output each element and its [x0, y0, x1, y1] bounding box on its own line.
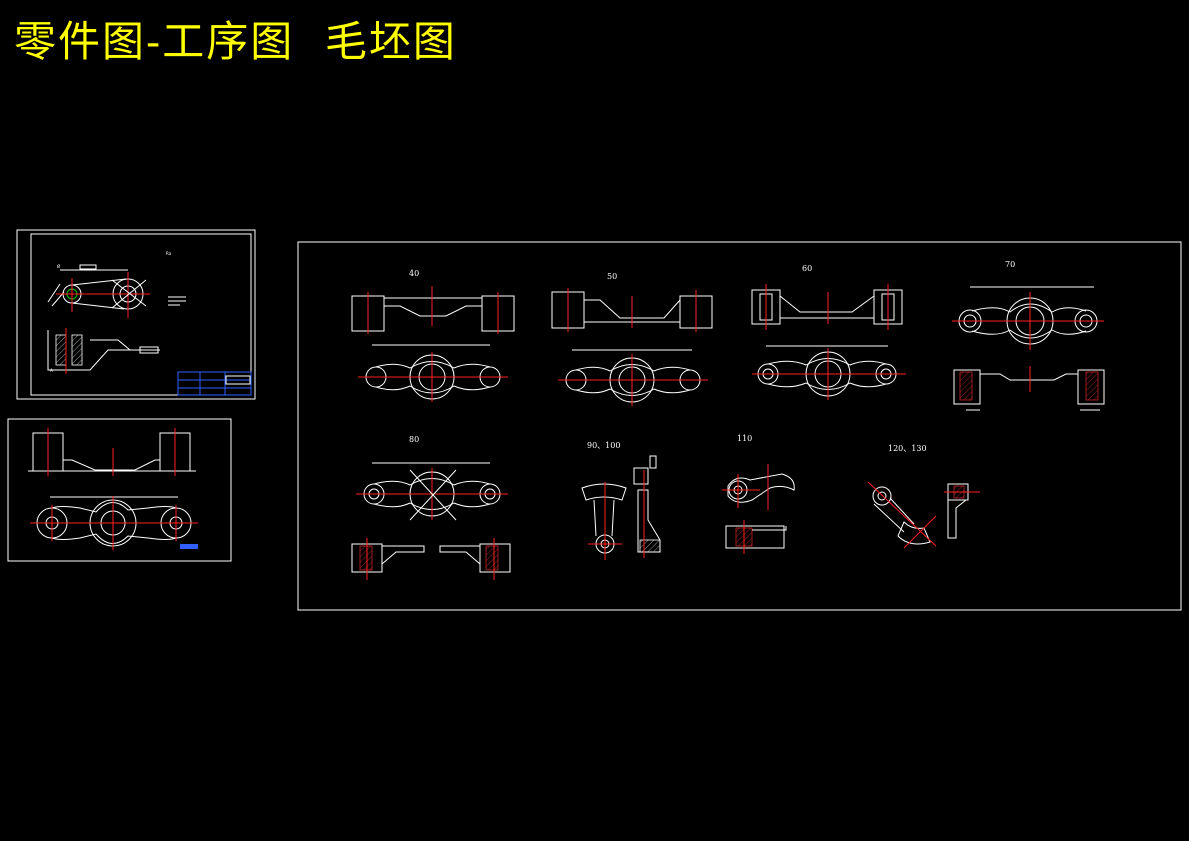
part-section-view: A	[47, 328, 160, 374]
operation-110-views	[722, 464, 795, 554]
part-title-block	[177, 371, 252, 396]
operation-70-views	[952, 286, 1105, 411]
operation-60-views	[751, 284, 906, 400]
view-label-op80: 80	[409, 435, 419, 444]
view-label-op110: 110	[737, 434, 752, 443]
operation-90-100-views	[581, 455, 661, 560]
blank-top-view	[30, 496, 198, 550]
part-drawing-sheet[interactable]: Ø Ra A	[16, 229, 256, 400]
view-label-op60: 60	[802, 264, 812, 273]
view-label-op90-100: 90、100	[587, 441, 620, 450]
operation-50-views	[551, 288, 713, 406]
view-label-op70: 70	[1005, 260, 1015, 269]
view-label-op50: 50	[607, 272, 617, 281]
process-sheet[interactable]	[297, 241, 1182, 611]
svg-text:Ø: Ø	[57, 264, 60, 269]
operation-120-130-views	[867, 481, 980, 549]
blank-front-view	[28, 428, 196, 476]
operation-40-views	[351, 286, 515, 402]
svg-text:A: A	[50, 368, 53, 373]
view-label-op40: 40	[409, 269, 419, 278]
drawing-set-title: 零件图-工序图 毛坯图	[14, 17, 457, 66]
operation-80-views	[351, 462, 511, 580]
svg-text:Ra: Ra	[166, 251, 172, 256]
part-main-view: Ø Ra	[47, 251, 186, 318]
view-label-op120-130: 120、130	[888, 444, 927, 453]
blank-drawing-sheet[interactable]	[7, 418, 232, 562]
